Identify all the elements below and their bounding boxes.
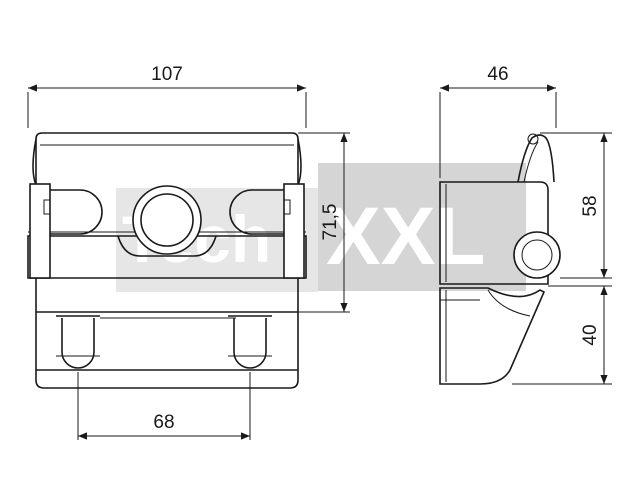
- dim-side-width-label: 46: [487, 64, 508, 85]
- hinge-band: [27, 235, 307, 279]
- dim-side-upper-ext: [540, 132, 612, 279]
- watermark-text-right: XXL: [326, 191, 485, 282]
- side-view: [439, 133, 561, 385]
- side-knuckle-outer: [513, 231, 561, 279]
- side-clip-eye: [527, 133, 539, 145]
- front-right-edge: [297, 138, 302, 186]
- side-dimensions: 46 58 40: [439, 64, 612, 385]
- side-clip-inner: [523, 141, 539, 183]
- front-outline: [35, 132, 299, 389]
- dim-side-upper-label: 58: [580, 195, 601, 216]
- dim-side-width-ext: [439, 92, 557, 178]
- dim-width-label: 107: [151, 64, 183, 85]
- right-lug-notch: [283, 199, 291, 215]
- left-hole: [61, 318, 95, 369]
- side-lower-body: [439, 287, 546, 385]
- watermark-panel-right: [318, 163, 526, 291]
- right-slot: [229, 189, 284, 235]
- dim-width-ext: [27, 92, 307, 128]
- dim-spacing-label: 68: [153, 412, 174, 433]
- front-view: [27, 132, 307, 389]
- right-lug: [283, 183, 305, 279]
- dim-side-lower-label: 40: [580, 324, 601, 345]
- right-hole: [233, 318, 267, 369]
- side-lower-rib: [487, 289, 531, 317]
- dim-height-label: 71,5: [320, 204, 341, 241]
- center-boss-inner: [140, 193, 194, 247]
- center-boss-base: [117, 235, 217, 257]
- side-clip: [517, 134, 555, 183]
- left-lug: [29, 183, 51, 279]
- front-dimensions: 107 71,5 68: [27, 64, 350, 440]
- front-left-edge: [32, 138, 37, 186]
- side-knuckle-inner: [521, 239, 553, 271]
- dim-spacing-ext: [77, 372, 251, 440]
- left-slot: [50, 189, 103, 235]
